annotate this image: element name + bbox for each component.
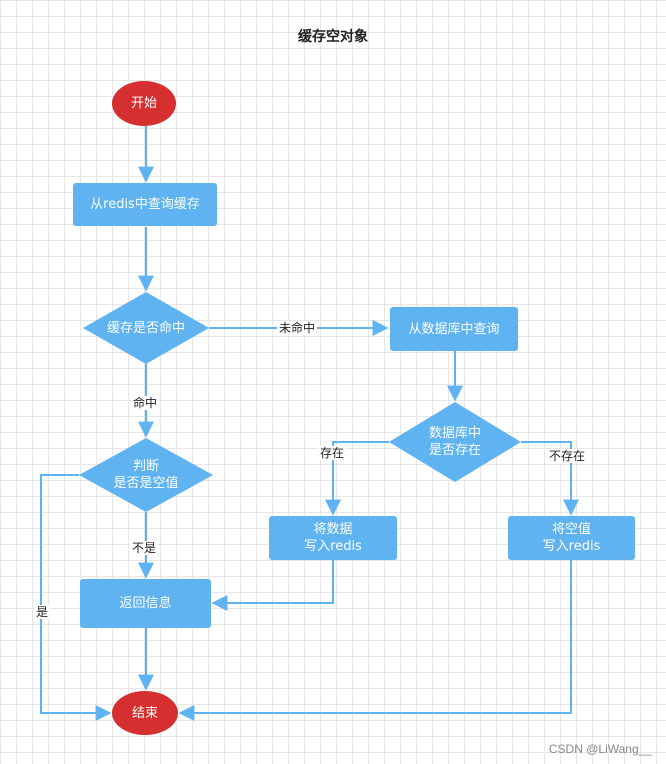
- db-exists-diamond: [389, 402, 521, 482]
- end-node: 结束: [112, 691, 178, 735]
- cache-hit-label: 缓存是否命中: [106, 320, 185, 336]
- edge-is-empty-yes-to-end: [40, 474, 112, 721]
- db-exists-label: 数据库中 是否存在: [428, 426, 481, 458]
- edge-db-exists-to-write-data: [325, 441, 389, 516]
- is-empty-diamond: [79, 438, 213, 512]
- edge-label-hit: 命中: [131, 396, 160, 410]
- edge-db-not-exists-to-write-empty: [521, 441, 579, 516]
- edge-label-not-exists: 不存在: [547, 449, 588, 463]
- edge-label-miss: 未命中: [277, 321, 318, 335]
- edge-write-empty-to-end: [178, 560, 572, 721]
- start-node: 开始: [112, 81, 176, 126]
- edge-write-data-to-return: [211, 560, 334, 611]
- edge-label-exists: 存在: [318, 446, 347, 460]
- cache-hit-diamond: [83, 292, 209, 364]
- query-redis-node: 从redis中查询缓存: [73, 183, 217, 226]
- return-info-node: 返回信息: [80, 579, 211, 628]
- write-data-node: 将数据 写入redis: [269, 516, 397, 560]
- edge-label-yes: 是: [34, 605, 51, 619]
- query-db-node: 从数据库中查询: [390, 307, 518, 351]
- edge-label-not-empty: 不是: [130, 541, 159, 555]
- write-empty-node: 将空值 写入redis: [508, 516, 635, 560]
- diagram-title: 缓存空对象: [298, 29, 368, 45]
- is-empty-label: 判断 是否是空值: [113, 459, 179, 491]
- watermark-text: CSDN @LiWang__: [548, 742, 652, 756]
